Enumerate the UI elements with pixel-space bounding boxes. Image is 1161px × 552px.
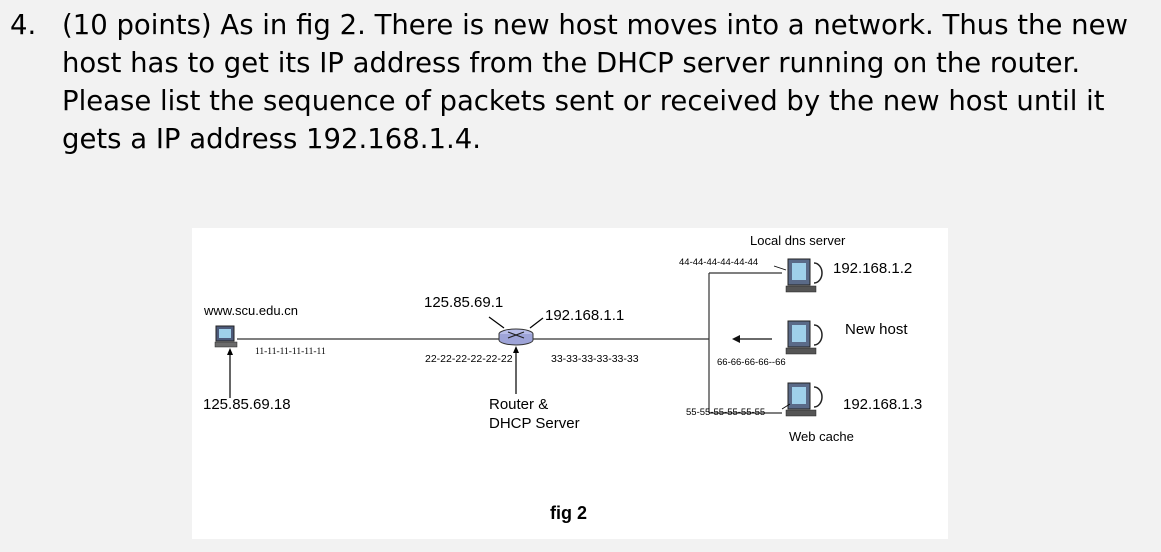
- new-host-computer-icon: [785, 320, 823, 355]
- router-icon: [498, 328, 534, 346]
- router-left-mac: 22-22-22-22-22-22: [425, 353, 513, 365]
- router-left-ip: 125.85.69.1: [424, 294, 504, 311]
- question-text: (10 points) As in fig 2. There is new ho…: [62, 9, 1128, 155]
- router-label-line2: DHCP Server: [489, 415, 580, 432]
- web-cache-ip: 192.168.1.3: [843, 396, 923, 413]
- router-label-pointer-arrow: [513, 346, 519, 394]
- router-label-line1: Router &: [489, 396, 549, 413]
- dns-mac-pointer: [773, 265, 787, 271]
- network-figure: www.scu.edu.cn 11-11-11-11-11-11 125.85.…: [192, 228, 948, 539]
- router-left-ip-pointer: [488, 316, 505, 329]
- left-ip-pointer-arrow: [227, 348, 233, 398]
- left-host-computer-icon: [214, 325, 238, 348]
- router-right-ip: 192.168.1.1: [545, 307, 625, 324]
- web-cache-mac: 55-55-55-55-55-55: [686, 407, 766, 418]
- left-host-name: www.scu.edu.cn: [204, 303, 298, 318]
- question-number: 4.: [10, 9, 37, 41]
- new-host-label: New host: [845, 321, 908, 338]
- dns-server-ip: 192.168.1.2: [833, 260, 913, 277]
- dns-server-mac: 44-44-44-44-44-44: [679, 257, 759, 268]
- web-cache-computer-icon: [785, 382, 823, 417]
- left-host-mac: 11-11-11-11-11-11: [255, 347, 326, 357]
- web-cache-label: Web cache: [789, 429, 854, 444]
- figure-caption: fig 2: [550, 503, 588, 523]
- router-right-mac: 33-33-33-33-33-33: [551, 353, 639, 365]
- left-host-ip: 125.85.69.18: [203, 396, 291, 413]
- new-host-arrowhead-icon: [732, 335, 740, 343]
- dns-server-title: Local dns server: [750, 233, 846, 248]
- network-diagram-svg: [214, 258, 823, 417]
- dns-server-computer-icon: [785, 258, 823, 293]
- web-cache-mac-pointer: [781, 403, 791, 410]
- new-host-mac: 66-66-66-66--66: [717, 357, 786, 368]
- router-right-ip-pointer: [529, 317, 544, 329]
